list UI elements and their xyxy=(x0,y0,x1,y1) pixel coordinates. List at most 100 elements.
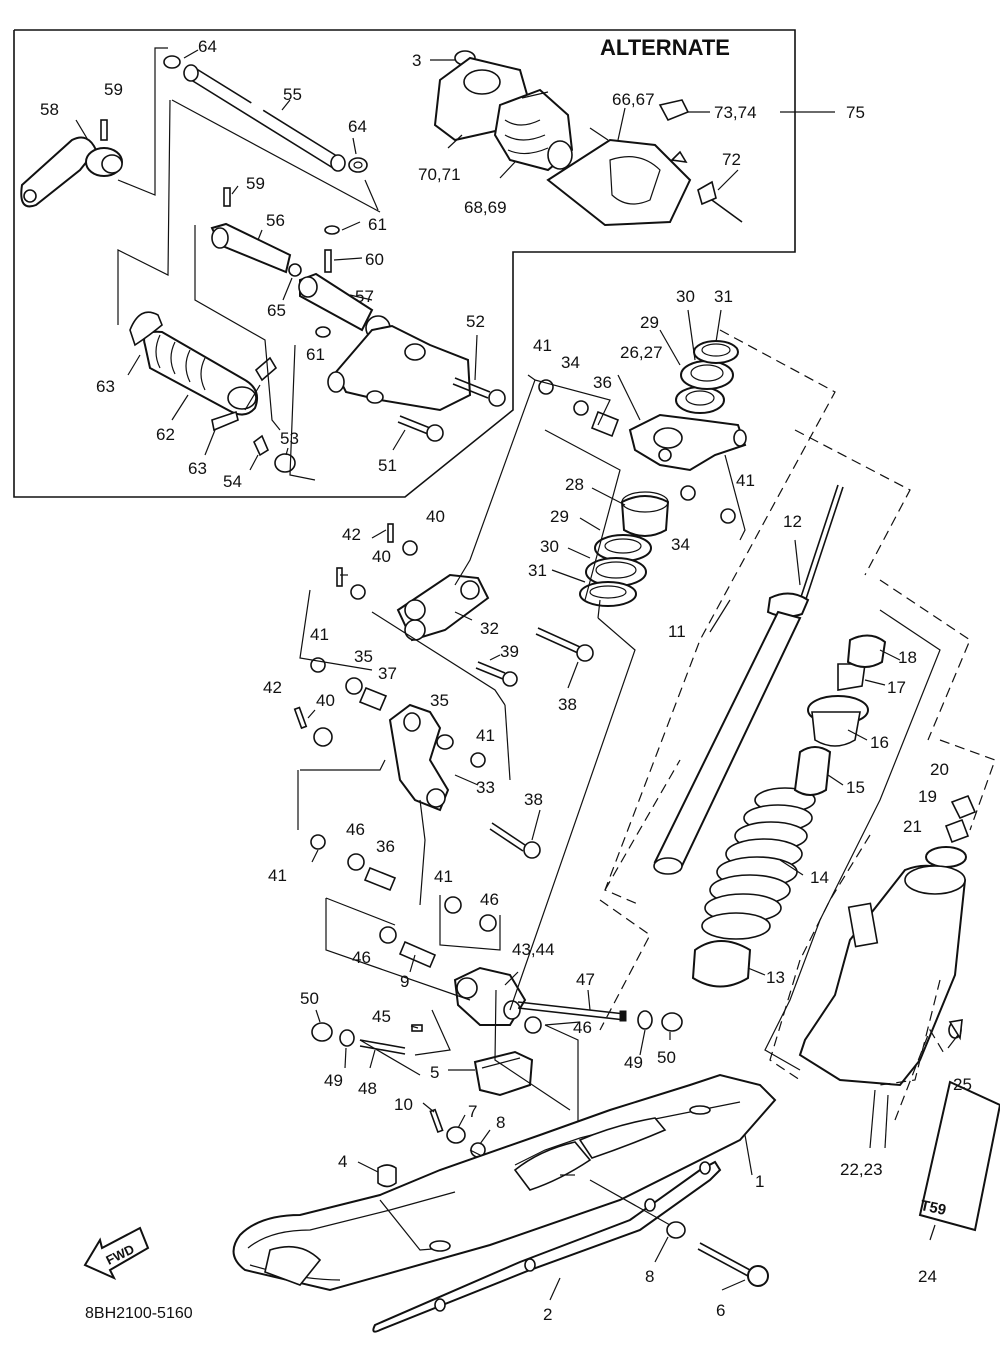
callout-label: 66,67 xyxy=(612,90,655,109)
callout-label: 39 xyxy=(500,642,519,661)
callout-label: 46 xyxy=(352,948,371,967)
leader-lines-lower xyxy=(244,309,959,1301)
callout-label: 38 xyxy=(558,695,577,714)
callout-label: 61 xyxy=(306,345,325,364)
callout-label: 14 xyxy=(810,868,829,887)
callout-label: 19 xyxy=(918,787,937,806)
callout-label: 41 xyxy=(434,867,453,886)
callout-label: 34 xyxy=(561,353,580,372)
callout-label: 58 xyxy=(40,100,59,119)
callout-label: 8 xyxy=(496,1113,505,1132)
callout-label: 72 xyxy=(722,150,741,169)
callout-label: 30 xyxy=(676,287,695,306)
callout-label: 62 xyxy=(156,425,175,444)
callout-label: 8 xyxy=(645,1267,654,1286)
callout-label: 50 xyxy=(657,1048,676,1067)
callout-label: 4 xyxy=(338,1152,347,1171)
callout-label: 9 xyxy=(400,972,409,991)
callout-label: 6 xyxy=(716,1301,725,1320)
callout-label: 50 xyxy=(300,989,319,1008)
callout-label: 22,23 xyxy=(840,1160,883,1179)
callout-label: 49 xyxy=(324,1071,343,1090)
callout-label: 55 xyxy=(283,85,302,104)
callout-label: 47 xyxy=(576,970,595,989)
callout-label: 64 xyxy=(198,37,217,56)
callout-label: 56 xyxy=(266,211,285,230)
callout-label: 17 xyxy=(887,678,906,697)
shock-absorber-group xyxy=(653,484,977,1087)
callout-label: 70,71 xyxy=(418,165,461,184)
bracket-lines-center xyxy=(297,374,941,1149)
link-group xyxy=(293,523,594,969)
callout-label: 30 xyxy=(540,537,559,556)
callout-label: 49 xyxy=(624,1053,643,1072)
callout-label: 40 xyxy=(372,547,391,566)
callout-label: 3 xyxy=(412,51,421,70)
callout-label: 16 xyxy=(870,733,889,752)
callout-label: 63 xyxy=(96,377,115,396)
alternate-box-outline xyxy=(13,29,796,498)
callout-label: 42 xyxy=(342,525,361,544)
callout-label: 65 xyxy=(267,301,286,320)
callout-label: 54 xyxy=(223,472,242,491)
callout-label: 15 xyxy=(846,778,865,797)
callout-label: 37 xyxy=(378,664,397,683)
upper-mount-group xyxy=(538,340,747,607)
callout-label: 51 xyxy=(378,456,397,475)
callout-label: 35 xyxy=(430,691,449,710)
callout-label: 45 xyxy=(372,1007,391,1026)
callout-label: 48 xyxy=(358,1079,377,1098)
callout-label: 68,69 xyxy=(464,198,507,217)
callout-label: 59 xyxy=(104,80,123,99)
leader-lines-upper xyxy=(75,49,835,471)
callout-label: 41 xyxy=(736,471,755,490)
callout-label: 1 xyxy=(755,1172,764,1191)
callout-label: 20 xyxy=(930,760,949,779)
callout-label: 31 xyxy=(714,287,733,306)
callout-label: 34 xyxy=(671,535,690,554)
callout-label: 29 xyxy=(550,507,569,526)
callout-label: 57 xyxy=(355,287,374,306)
callout-label: 41 xyxy=(533,336,552,355)
callout-label: 59 xyxy=(246,174,265,193)
callout-label: 36 xyxy=(593,373,612,392)
decal-text: T59 xyxy=(919,1197,948,1219)
callout-label: 43,44 xyxy=(512,940,555,959)
callout-label: 18 xyxy=(898,648,917,667)
diagram-code: 8BH2100-5160 xyxy=(85,1305,193,1322)
callout-label: 46 xyxy=(346,820,365,839)
callout-label: 33 xyxy=(476,778,495,797)
callout-label: 46 xyxy=(480,890,499,909)
callout-label: 28 xyxy=(565,475,584,494)
ski-group xyxy=(232,1073,777,1333)
dashed-outlines xyxy=(599,329,996,1121)
callout-label: 40 xyxy=(426,507,445,526)
callout-label: 64 xyxy=(348,117,367,136)
callout-label: 25 xyxy=(953,1075,972,1094)
callout-label: 36 xyxy=(376,837,395,856)
fwd-arrow: FWD xyxy=(83,1226,150,1281)
callout-label: 2 xyxy=(543,1305,552,1324)
alternate-boot-group xyxy=(433,50,743,227)
decal-t59: T59 xyxy=(919,1080,1000,1232)
callout-label: 41 xyxy=(268,866,287,885)
callout-label: 75 xyxy=(846,103,865,122)
callout-label: 52 xyxy=(466,312,485,331)
callout-label: 13 xyxy=(766,968,785,987)
callout-label: 73,74 xyxy=(714,103,757,122)
callout-label: 61 xyxy=(368,215,387,234)
callout-label: 10 xyxy=(394,1095,413,1114)
callout-label: 42 xyxy=(263,678,282,697)
callout-label: 31 xyxy=(528,561,547,580)
callout-label: 12 xyxy=(783,512,802,531)
callout-label: 11 xyxy=(668,622,686,641)
callout-label: 41 xyxy=(310,625,329,644)
callout-label: 29 xyxy=(640,313,659,332)
callout-label: 60 xyxy=(365,250,384,269)
callout-label: 7 xyxy=(468,1102,477,1121)
callout-label: 40 xyxy=(316,691,335,710)
callout-label: 26,27 xyxy=(620,343,663,362)
callout-label: 46 xyxy=(573,1018,592,1037)
